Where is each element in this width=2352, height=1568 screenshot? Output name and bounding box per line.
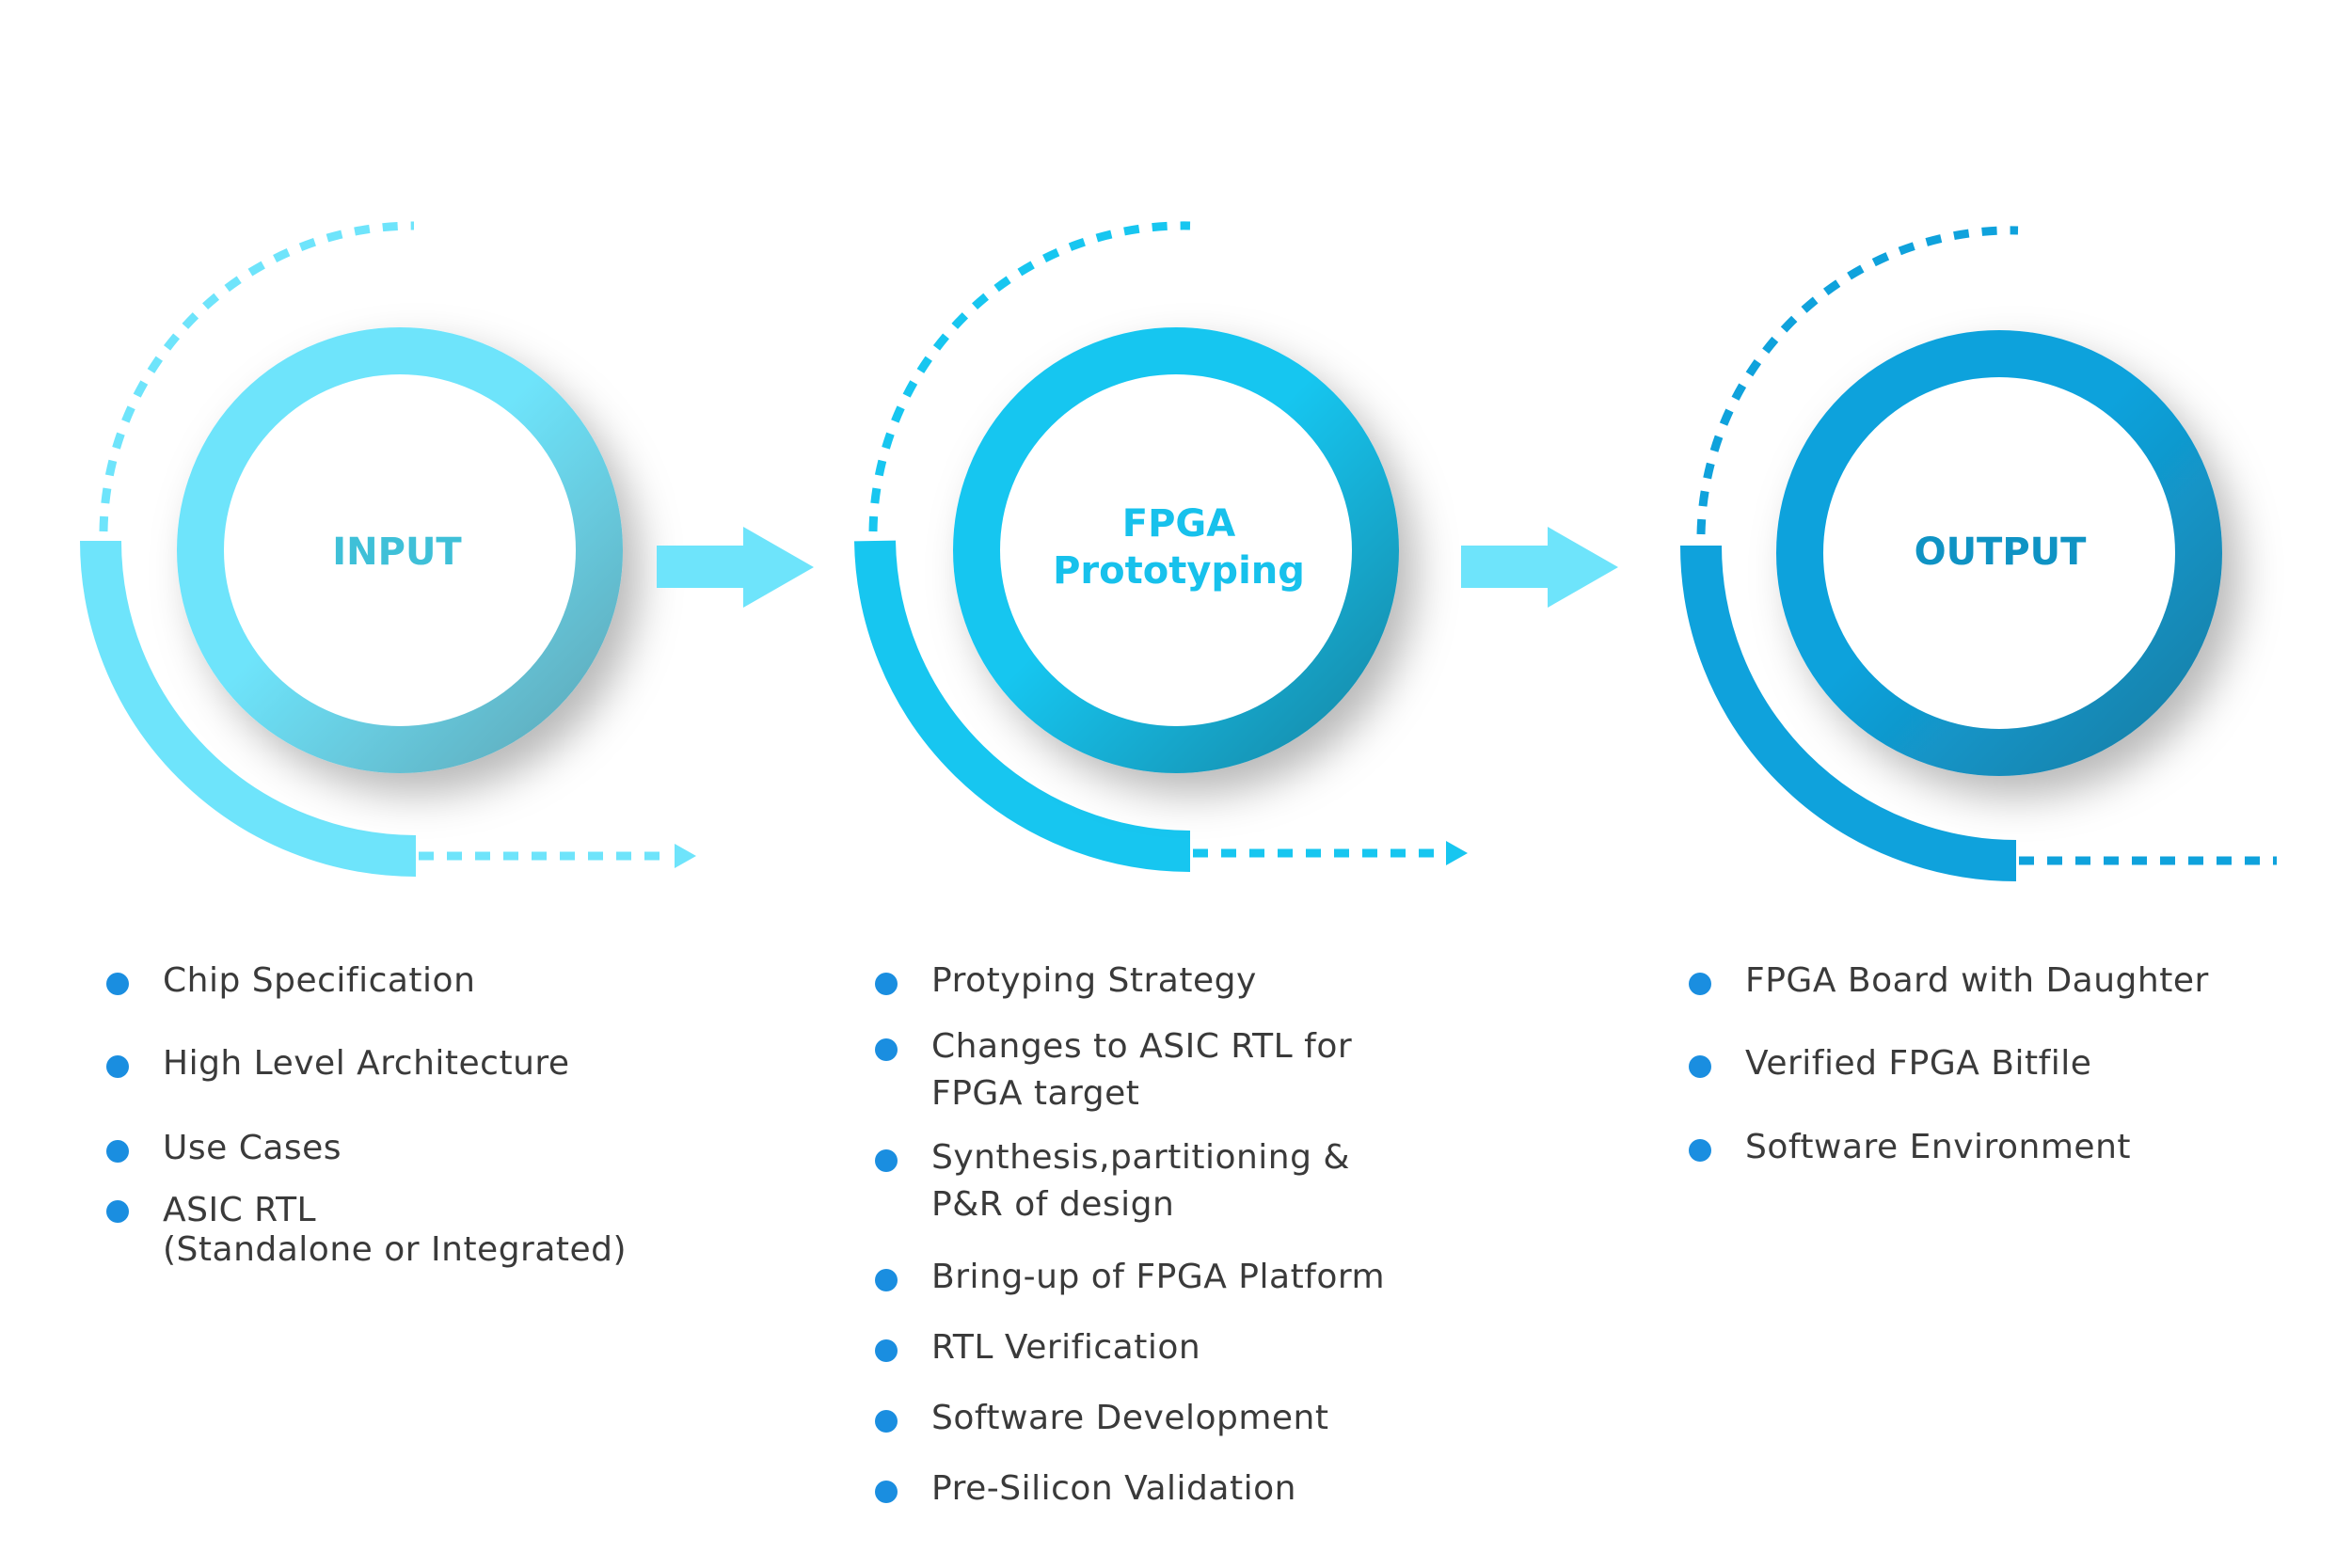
flow-arrow-2 [1461, 527, 1618, 608]
flow-arrow-1 [657, 527, 814, 608]
fpga-ring [953, 327, 1399, 773]
input-ring [177, 327, 623, 773]
fpga-label-line-1: FPGA [1122, 502, 1235, 546]
input-label: INPUT [332, 531, 462, 574]
output-ring [1776, 330, 2222, 776]
fpga-label-line-2: Prototyping [1053, 549, 1305, 593]
output-label: OUTPUT [1915, 531, 2088, 574]
fpga-dotted-arrowhead [1446, 841, 1468, 865]
input-dotted-arrowhead [675, 844, 696, 868]
output-outer-thick-arc [1680, 545, 2017, 881]
stage-input: INPUT [80, 221, 696, 877]
input-outer-thick-arc [80, 540, 417, 877]
input-outer-dotted-arc [99, 221, 415, 532]
fpga-outer-thick-arc [854, 540, 1191, 872]
stage-output: OUTPUT [1680, 226, 2277, 881]
stage-fpga: FPGA Prototyping [854, 221, 1468, 872]
